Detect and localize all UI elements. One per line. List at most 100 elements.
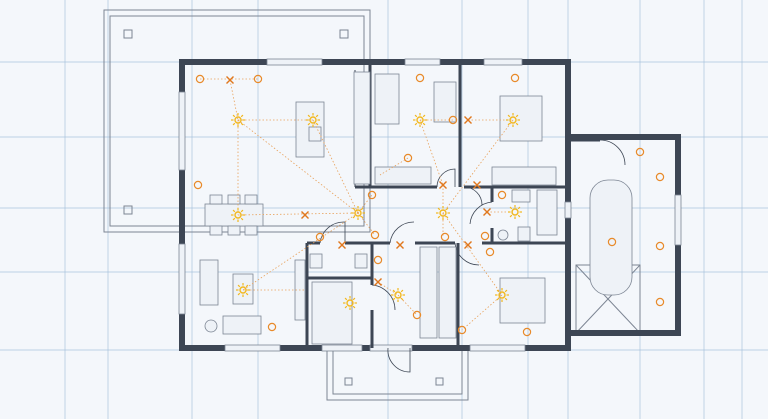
toilet [517,226,531,242]
window [224,344,281,352]
wardrobe [491,166,557,186]
sink [354,253,368,269]
chair [227,194,241,205]
closet [419,246,438,339]
ceiling-light-icon [351,206,365,220]
electrical-symbols [193,73,665,337]
wardrobe [374,166,432,185]
window [564,201,572,219]
ceiling-light-icon [495,288,509,302]
power-socket-icon [315,232,325,242]
car [589,179,633,296]
window [178,243,186,315]
pergola-post [123,29,133,39]
power-socket-icon [440,232,450,242]
chair [227,225,241,236]
cooktop [308,126,322,142]
ceiling-light-icon [231,113,245,127]
washer [497,229,509,241]
power-socket-icon [510,73,520,83]
dining-table [204,203,264,227]
power-socket-icon [522,327,532,337]
power-socket-icon [193,180,203,190]
pergola-post [123,205,133,215]
power-socket-icon [253,74,263,84]
window [178,91,186,171]
power-socket-icon [195,74,205,84]
wire [237,119,359,214]
wire [357,194,373,214]
chair [209,225,223,236]
furniture [199,71,633,345]
bed [374,73,400,125]
pergola-post [339,29,349,39]
light-switch-icon [338,241,346,249]
power-socket-icon [497,190,507,200]
window [483,58,523,66]
light-switch-icon [483,208,491,216]
entrance-door-gap [369,344,413,352]
wire [237,212,359,216]
kitchen-counter [353,71,371,185]
plant-pot [204,319,218,333]
ceiling-light-icon [391,288,405,302]
light-switch-icon [464,116,472,124]
power-socket-icon [655,241,665,251]
ceiling-light-icon [236,283,250,297]
bathtub [536,189,558,236]
light-switch-icon [301,211,309,219]
wire [419,119,444,186]
ceiling-light-icon [506,113,520,127]
ceiling-light-icon [343,296,357,310]
sofa [199,259,219,306]
power-socket-icon [370,230,380,240]
power-socket-icon [373,255,383,265]
sink [511,189,531,203]
double-bed [499,277,546,324]
power-socket-icon [403,153,413,163]
power-socket-icon [635,147,645,157]
window [469,344,526,352]
light-switch-icon [439,181,447,189]
light-switch-icon [396,241,404,249]
doors [319,139,626,373]
closet [438,246,457,339]
coffee-table [232,273,254,305]
power-socket-icon [485,247,495,257]
wire [442,212,503,296]
chair [244,225,258,236]
ceiling-light-icon [436,206,450,220]
power-socket-icon [267,322,277,332]
sauna-bench [311,281,353,345]
chair [209,194,223,205]
ceiling-light-icon [413,113,427,127]
power-socket-icon [412,310,422,320]
power-socket-icon [457,325,467,335]
light-switch-icon [473,181,481,189]
terrace-post [344,377,353,386]
power-socket-icon [655,172,665,182]
window [404,58,441,66]
power-socket-icon [607,237,617,247]
power-socket-icon [480,231,490,241]
desk [433,81,457,123]
light-switch-icon [464,241,472,249]
double-bed [499,95,543,142]
ceiling-light-icon [231,208,245,222]
power-socket-icon [655,297,665,307]
toilet [309,253,323,269]
terrace-post [435,377,444,386]
power-socket-icon [448,115,458,125]
windows [178,58,682,352]
light-switch-icon [226,76,234,84]
light-switch-icon [374,278,382,286]
window [321,344,363,352]
wire [377,281,399,296]
ceiling-light-icon [306,113,320,127]
sofa [222,315,262,335]
power-socket-icon [367,190,377,200]
window [266,58,323,66]
power-socket-icon [415,73,425,83]
ceiling-light-icon [508,205,522,219]
